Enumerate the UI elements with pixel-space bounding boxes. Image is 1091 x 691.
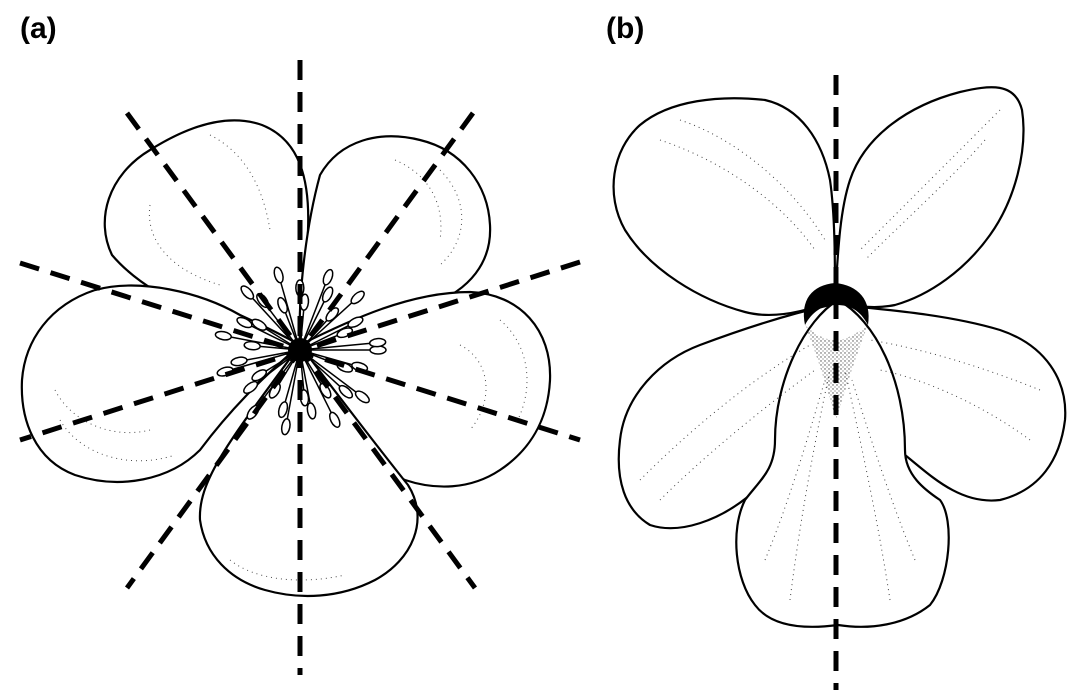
petal-upper-right — [835, 87, 1023, 307]
petal-upper-left — [614, 98, 835, 315]
